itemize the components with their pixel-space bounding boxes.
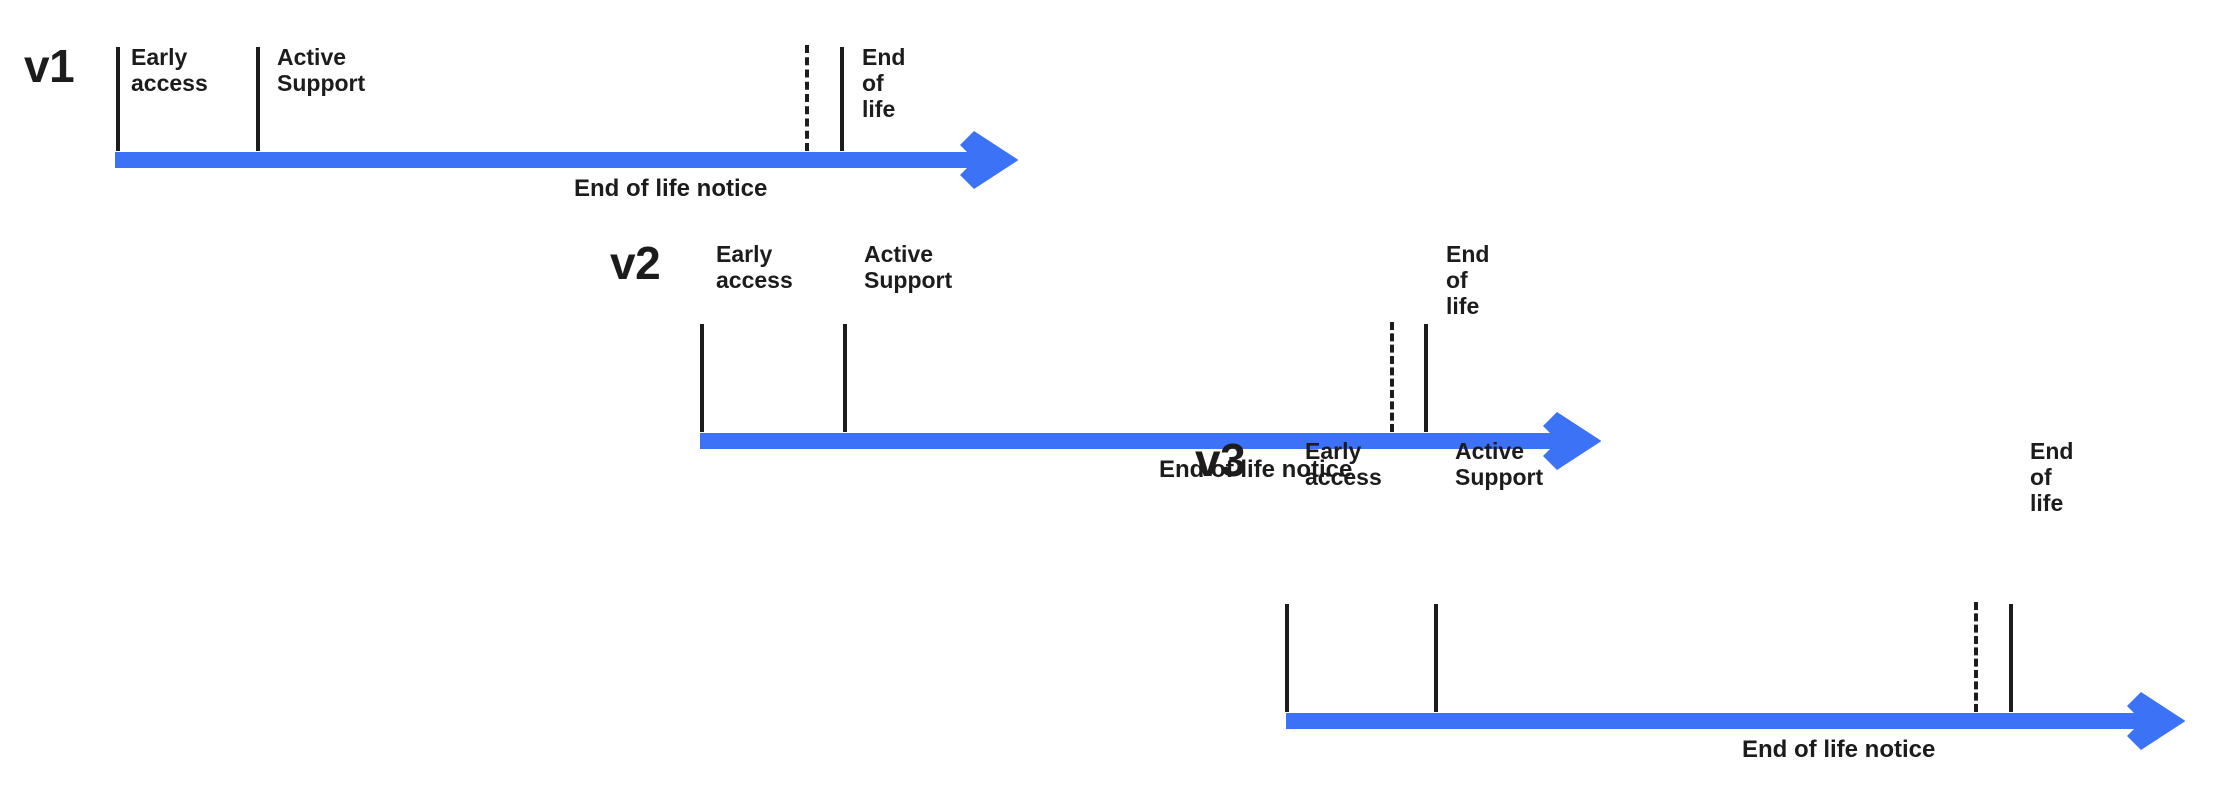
timeline-arrow-head-v1 [960,131,1018,189]
phase-divider-end-of-life-v3 [2009,604,2013,712]
version-label-v3: v3 [1195,434,1246,486]
phase-label-end-of-life-v3: End of life [2030,438,2074,516]
phase-divider-end-of-life-v2 [1424,324,1428,432]
notice-label-v1: End of life notice [574,175,768,202]
notice-label-v2: End of life notice [1159,456,1353,483]
phase-label-end-of-life-v1: End of life [862,44,906,122]
phase-divider-active-support-v1 [256,47,260,151]
phase-divider-start-v3 [1285,604,1289,712]
phase-label-end-of-life-v2: End of life [1446,241,1490,319]
phase-label-active-support-v1: Active Support [277,44,366,96]
phase-divider-active-support-v2 [843,324,847,432]
version-label-v1: v1 [24,40,75,92]
timeline-bar-v1 [115,152,985,168]
end-of-life-notice-marker-v2 [1390,322,1394,432]
phase-divider-start-v1 [116,47,120,151]
timeline-arrow-head-v2 [1543,412,1601,470]
timeline-bar-v3 [1286,713,2152,729]
phase-divider-active-support-v3 [1434,604,1438,712]
timeline-arrow-head-v3 [2127,692,2185,750]
phase-label-active-support-v3: Active Support [1455,438,1544,490]
phase-label-early-access-v1: Early access [131,44,208,96]
end-of-life-notice-marker-v3 [1974,602,1978,712]
phase-divider-start-v2 [700,324,704,432]
end-of-life-notice-marker-v1 [805,45,809,151]
phase-label-active-support-v2: Active Support [864,241,953,293]
phase-label-early-access-v3: Early access [1305,438,1382,490]
timeline-bar-v2 [700,433,1568,449]
notice-label-v3: End of life notice [1742,736,1936,763]
phase-label-early-access-v2: Early access [716,241,793,293]
version-label-v2: v2 [610,237,661,289]
phase-divider-end-of-life-v1 [840,47,844,151]
